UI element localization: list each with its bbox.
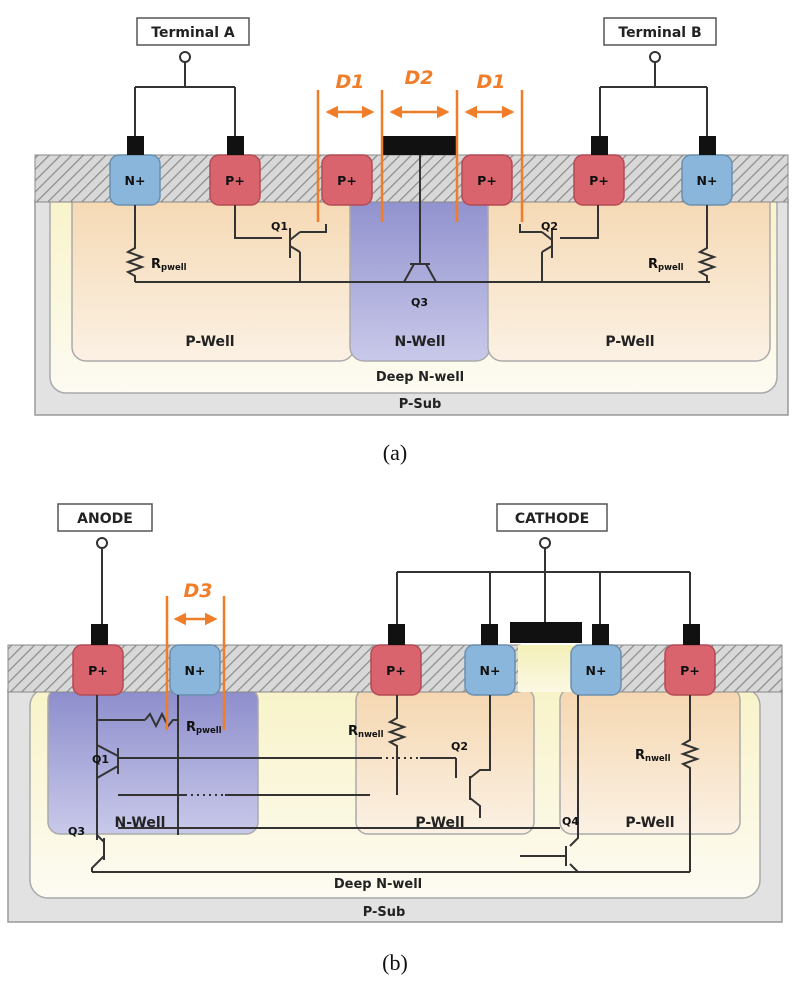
d3-label: D3 bbox=[184, 580, 213, 602]
p-sub-label-a: P-Sub bbox=[399, 397, 442, 412]
q1-label-b: Q1 bbox=[92, 753, 109, 766]
cathode-box bbox=[496, 503, 608, 532]
dimension-lines-a bbox=[316, 90, 524, 222]
n-plus-2-b-label: N+ bbox=[480, 663, 501, 678]
contact-3-b bbox=[481, 624, 498, 645]
q3-label-b: Q3 bbox=[68, 825, 85, 838]
caption-a: (a) bbox=[383, 440, 407, 465]
rnwell-left-label-b: Rnwell bbox=[348, 724, 384, 740]
anode-label: ANODE bbox=[77, 511, 133, 527]
p-well-right-label-a: P-Well bbox=[605, 334, 654, 350]
contact-1-a bbox=[127, 136, 144, 155]
contact-2-b bbox=[388, 624, 405, 645]
p-plus-2-a-label: P+ bbox=[337, 173, 357, 188]
gate-plate-b bbox=[510, 622, 582, 643]
p-sub-label-b: P-Sub bbox=[363, 905, 406, 920]
n-well-label-b: N-Well bbox=[115, 815, 166, 831]
contact-1-b bbox=[91, 624, 108, 645]
q2-label-b: Q2 bbox=[451, 740, 468, 753]
contact-4-b bbox=[592, 624, 609, 645]
contact-2-a bbox=[227, 136, 244, 155]
d2-label: D2 bbox=[405, 67, 434, 89]
d1-right-label: D1 bbox=[477, 71, 506, 93]
n-plus-3-b-label: N+ bbox=[586, 663, 607, 678]
q2-label-a: Q2 bbox=[541, 220, 558, 233]
p-well-right-label-b: P-Well bbox=[625, 815, 674, 831]
gate-plate-a bbox=[383, 136, 458, 155]
cathode-label: CATHODE bbox=[515, 511, 589, 527]
contact-3-a bbox=[591, 136, 608, 155]
p-well-left-label-a: P-Well bbox=[185, 334, 234, 350]
terminal-a-box bbox=[136, 17, 250, 46]
n-plus-1-a-label: N+ bbox=[125, 173, 146, 188]
wiring-a bbox=[125, 51, 717, 283]
contact-4-a bbox=[699, 136, 716, 155]
wiring-b bbox=[91, 537, 700, 873]
p-well-mid-label-b: P-Well bbox=[415, 815, 464, 831]
p-plus-4-a-label: P+ bbox=[589, 173, 609, 188]
n-plus-1-b-label: N+ bbox=[185, 663, 206, 678]
rpwell-left-label-a: Rpwell bbox=[151, 257, 187, 273]
p-plus-2-a bbox=[321, 154, 373, 206]
contact-5-b bbox=[683, 624, 700, 645]
n-well-label-a: N-Well bbox=[395, 334, 446, 350]
rnwell-right-label-b: Rnwell bbox=[635, 748, 671, 764]
diagram-b: P+ N+ P+ N+ N+ P+ ANODE CATHODE bbox=[7, 503, 783, 975]
diagram-a: N+ P+ P+ P+ P+ N+ Terminal A Terminal B bbox=[34, 17, 789, 465]
rpwell-label-b: Rpwell bbox=[186, 720, 222, 736]
q4-label-b: Q4 bbox=[562, 815, 579, 828]
p-well-mid-b bbox=[355, 687, 535, 835]
p-plus-3-a-label: P+ bbox=[477, 173, 497, 188]
n-plus-2-a-label: N+ bbox=[697, 173, 718, 188]
terminal-b-label: Terminal B bbox=[618, 25, 701, 41]
gate-gap-b bbox=[518, 645, 578, 692]
anode-box bbox=[57, 503, 153, 532]
n-well-b bbox=[47, 687, 259, 835]
terminal-a-label: Terminal A bbox=[151, 25, 235, 41]
n-plus-1-b bbox=[169, 644, 221, 696]
p-plus-2-b-label: P+ bbox=[386, 663, 406, 678]
p-plus-1-a-label: P+ bbox=[225, 173, 245, 188]
terminal-b-box bbox=[603, 17, 717, 46]
deep-nwell-label-a: Deep N-well bbox=[376, 370, 464, 385]
q3-label-a: Q3 bbox=[411, 296, 428, 309]
rpwell-right-label-a: Rpwell bbox=[648, 257, 684, 273]
q1-label-a: Q1 bbox=[271, 220, 288, 233]
deep-nwell-label-b: Deep N-well bbox=[334, 877, 422, 892]
dimension-lines-b bbox=[165, 596, 226, 730]
p-plus-3-b-label: P+ bbox=[680, 663, 700, 678]
p-plus-3-a bbox=[461, 154, 513, 206]
caption-b: (b) bbox=[382, 950, 408, 975]
p-plus-1-b-label: P+ bbox=[88, 663, 108, 678]
d1-left-label: D1 bbox=[336, 71, 365, 93]
